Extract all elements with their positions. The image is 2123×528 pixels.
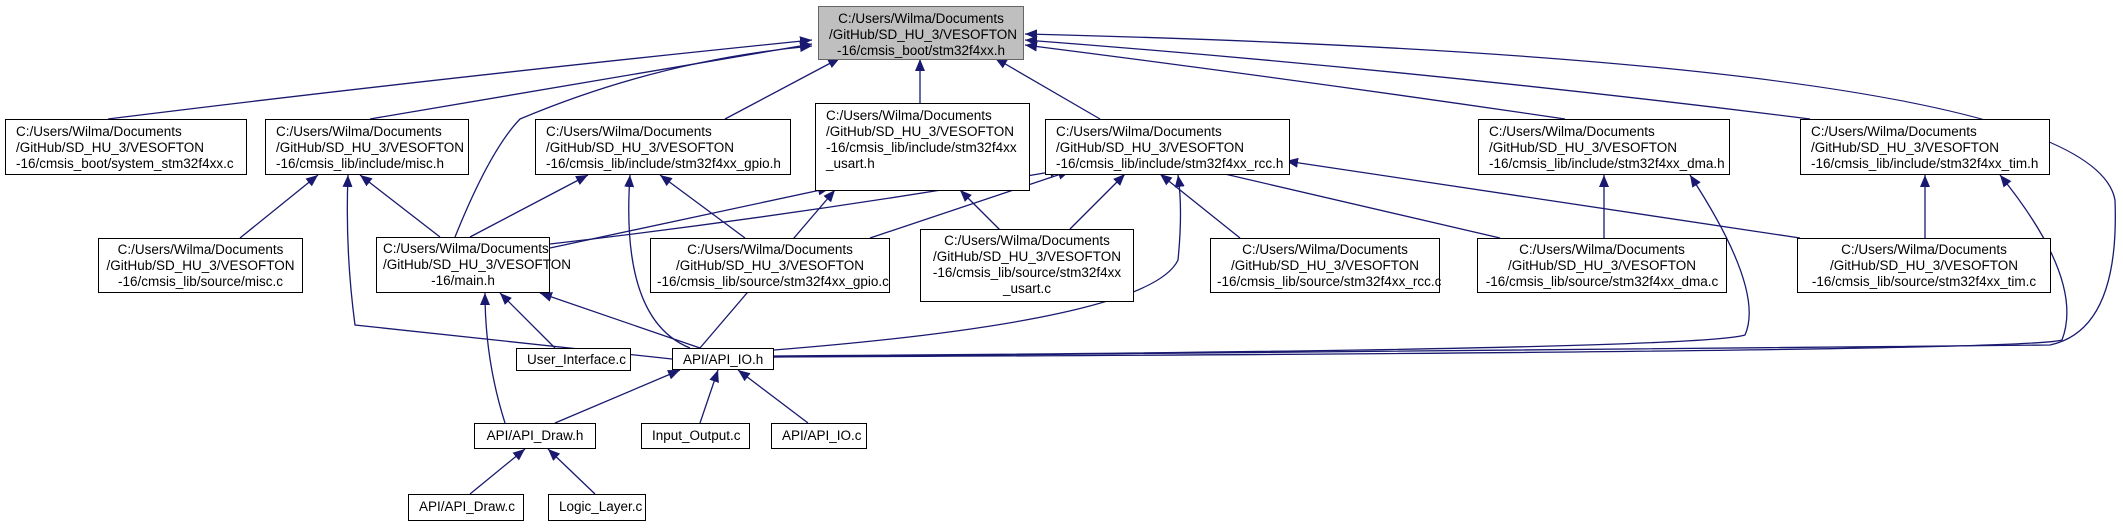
- edge-logic-layer-to-api-draw-h: [547, 448, 596, 495]
- node-api-io-h[interactable]: API/API_IO.h: [672, 348, 774, 370]
- edge-rcc-c-to-rcc-h: [1159, 173, 1241, 239]
- node-stm32f4xx-dma-c[interactable]: C:/Users/Wilma/Documents /GitHub/SD_HU_3…: [1477, 238, 1727, 293]
- node-system-stm32f4xx-c[interactable]: C:/Users/Wilma/Documents /GitHub/SD_HU_3…: [5, 119, 247, 175]
- edge-input-output-to-api-io-h: [699, 369, 719, 424]
- node-user-interface-c[interactable]: User_Interface.c: [516, 348, 631, 371]
- node-api-io-c[interactable]: API/API_IO.c: [771, 423, 867, 449]
- node-misc-h[interactable]: C:/Users/Wilma/Documents /GitHub/SD_HU_3…: [265, 119, 469, 175]
- node-stm32f4xx-usart-c[interactable]: C:/Users/Wilma/Documents /GitHub/SD_HU_3…: [920, 229, 1134, 302]
- node-misc-c[interactable]: C:/Users/Wilma/Documents /GitHub/SD_HU_3…: [98, 238, 303, 293]
- node-main-h[interactable]: C:/Users/Wilma/Documents /GitHub/SD_HU_3…: [376, 237, 571, 293]
- edge-user-interface-to-main-h: [499, 292, 556, 349]
- edge-api-io-c-to-api-io-h: [737, 369, 809, 424]
- edge-gpio-c-to-rcc-h: [869, 170, 1071, 239]
- edge-api-io-h-to-main-h: [539, 292, 701, 349]
- edge-main-h-to-stm32f4xx: [454, 42, 813, 238]
- edge-api-io-h-to-dma-h: [773, 174, 1750, 357]
- edge-gpio-h-to-stm32f4xx: [724, 57, 841, 120]
- node-stm32f4xx-h[interactable]: C:/Users/Wilma/Documents /GitHub/SD_HU_3…: [818, 6, 1024, 60]
- node-stm32f4xx-gpio-c[interactable]: C:/Users/Wilma/Documents /GitHub/SD_HU_3…: [650, 238, 890, 293]
- node-stm32f4xx-rcc-h[interactable]: C:/Users/Wilma/Documents /GitHub/SD_HU_3…: [1045, 119, 1290, 175]
- edge-usart-c-to-rcc-h: [1069, 173, 1126, 230]
- edge-dma-c-to-rcc-h: [1185, 162, 1501, 239]
- node-stm32f4xx-tim-h[interactable]: C:/Users/Wilma/Documents /GitHub/SD_HU_3…: [1800, 119, 2050, 175]
- node-stm32f4xx-gpio-h[interactable]: C:/Users/Wilma/Documents /GitHub/SD_HU_3…: [535, 119, 791, 175]
- node-logic-layer-c[interactable]: Logic_Layer.c: [548, 494, 646, 521]
- node-stm32f4xx-dma-h[interactable]: C:/Users/Wilma/Documents /GitHub/SD_HU_3…: [1478, 119, 1730, 175]
- edge-main-h-to-gpio-h: [469, 174, 589, 238]
- edge-api-draw-h-to-api-io-h: [554, 369, 681, 424]
- edge-api-draw-h-to-main-h: [480, 292, 506, 424]
- node-stm32f4xx-rcc-c[interactable]: C:/Users/Wilma/Documents /GitHub/SD_HU_3…: [1210, 238, 1441, 293]
- edge-rcc-h-to-stm32f4xx: [994, 57, 1101, 120]
- edge-api-io-h-to-stm32f4xx: [773, 29, 2116, 358]
- edge-api-io-h-to-tim-h: [773, 174, 2068, 358]
- edge-gpio-c-to-gpio-h: [659, 174, 746, 239]
- node-stm32f4xx-usart-h[interactable]: C:/Users/Wilma/Documents /GitHub/SD_HU_3…: [815, 103, 1030, 191]
- edge-api-io-h-to-misc-h: [342, 174, 673, 360]
- node-stm32f4xx-tim-c[interactable]: C:/Users/Wilma/Documents /GitHub/SD_HU_3…: [1797, 238, 2051, 293]
- edge-misc-h-to-stm32f4xx: [369, 41, 813, 120]
- edge-api-io-h-to-rcc-h: [773, 174, 1185, 351]
- edge-main-h-to-misc-h: [359, 174, 441, 238]
- edge-tim-h-to-stm32f4xx: [1024, 35, 1811, 120]
- node-api-draw-c[interactable]: API/API_Draw.c: [408, 494, 524, 521]
- node-api-draw-h[interactable]: API/API_Draw.h: [474, 423, 596, 449]
- edge-system-to-stm32f4xx: [107, 36, 813, 120]
- edge-tim-c-to-rcc-h: [1285, 157, 1801, 239]
- edge-usart-c-to-usart-h: [959, 189, 1001, 231]
- edge-dma-h-to-stm32f4xx: [1024, 41, 1566, 120]
- edge-misc-c-to-misc-h: [239, 174, 319, 239]
- edge-api-draw-c-to-api-draw-h: [469, 448, 526, 495]
- node-input-output-c[interactable]: Input_Output.c: [641, 423, 750, 449]
